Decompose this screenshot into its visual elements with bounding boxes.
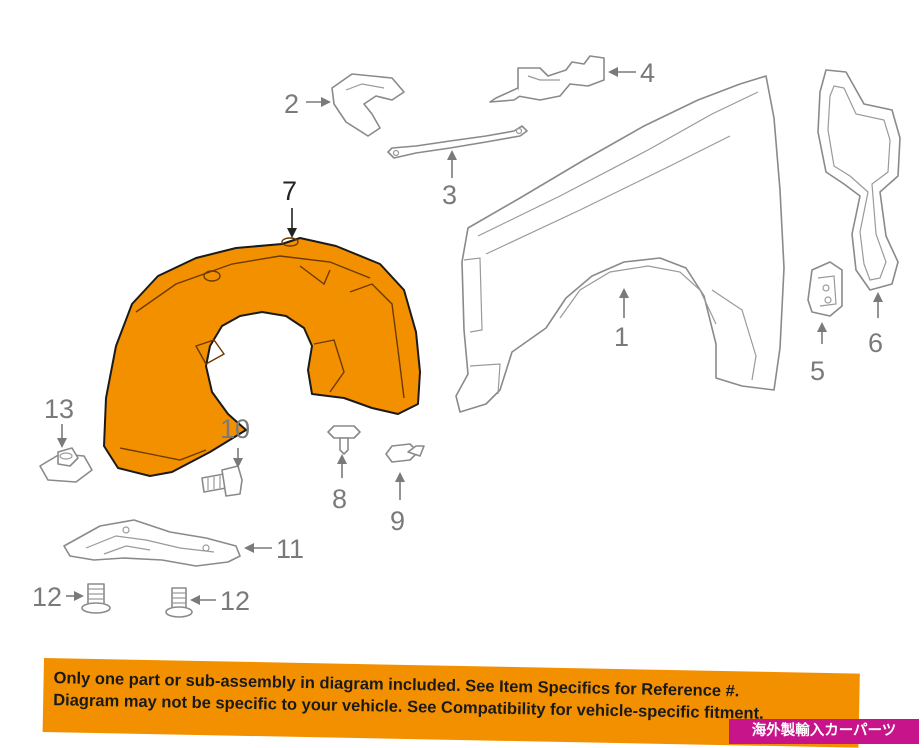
arrow-13: [57, 424, 67, 448]
part-nut: [39, 447, 93, 483]
callout-8: 8: [332, 484, 347, 514]
callout-1: 1: [614, 322, 629, 352]
arrow-2: [306, 97, 331, 107]
callout-11: 11: [276, 534, 304, 564]
arrow-11: [244, 543, 272, 553]
arrow-10: [233, 448, 243, 468]
part-bolt: [201, 465, 243, 497]
arrow-4: [608, 67, 636, 77]
callout-4: 4: [640, 58, 655, 88]
store-badge: 海外製輸入カーパーツ: [729, 719, 919, 744]
arrow-6: [873, 292, 883, 318]
part-seal: [817, 69, 901, 291]
part-splash-shield: [63, 519, 241, 567]
arrow-8: [337, 454, 347, 478]
part-screw-left: [81, 583, 111, 614]
callout-13: 13: [44, 394, 74, 424]
part-push-retainer-a: [327, 425, 361, 455]
callout-5: 5: [810, 356, 825, 386]
arrow-7: [287, 208, 297, 238]
arrow-3: [447, 150, 457, 178]
arrow-1: [619, 288, 629, 318]
callout-7: 7: [282, 176, 297, 206]
callout-12-right: 12: [220, 586, 250, 616]
part-fender-liner: [103, 237, 421, 477]
callout-9: 9: [390, 506, 405, 536]
arrow-12-left: [66, 591, 84, 601]
part-upper-bracket: [489, 55, 605, 103]
callout-10: 10: [220, 414, 250, 444]
callout-2: 2: [284, 89, 299, 119]
part-fender: [455, 75, 785, 413]
part-push-retainer-b: [385, 443, 425, 463]
arrow-9: [395, 472, 405, 500]
arrow-5: [817, 322, 827, 344]
callout-12-left: 12: [32, 582, 62, 612]
callout-6: 6: [868, 328, 883, 358]
part-small-bracket: [807, 261, 843, 317]
part-bracket-clip: [331, 73, 405, 137]
arrow-12-right: [190, 595, 216, 605]
callout-3: 3: [442, 180, 457, 210]
part-screw-right: [165, 587, 193, 618]
part-support-rod: [387, 125, 528, 159]
